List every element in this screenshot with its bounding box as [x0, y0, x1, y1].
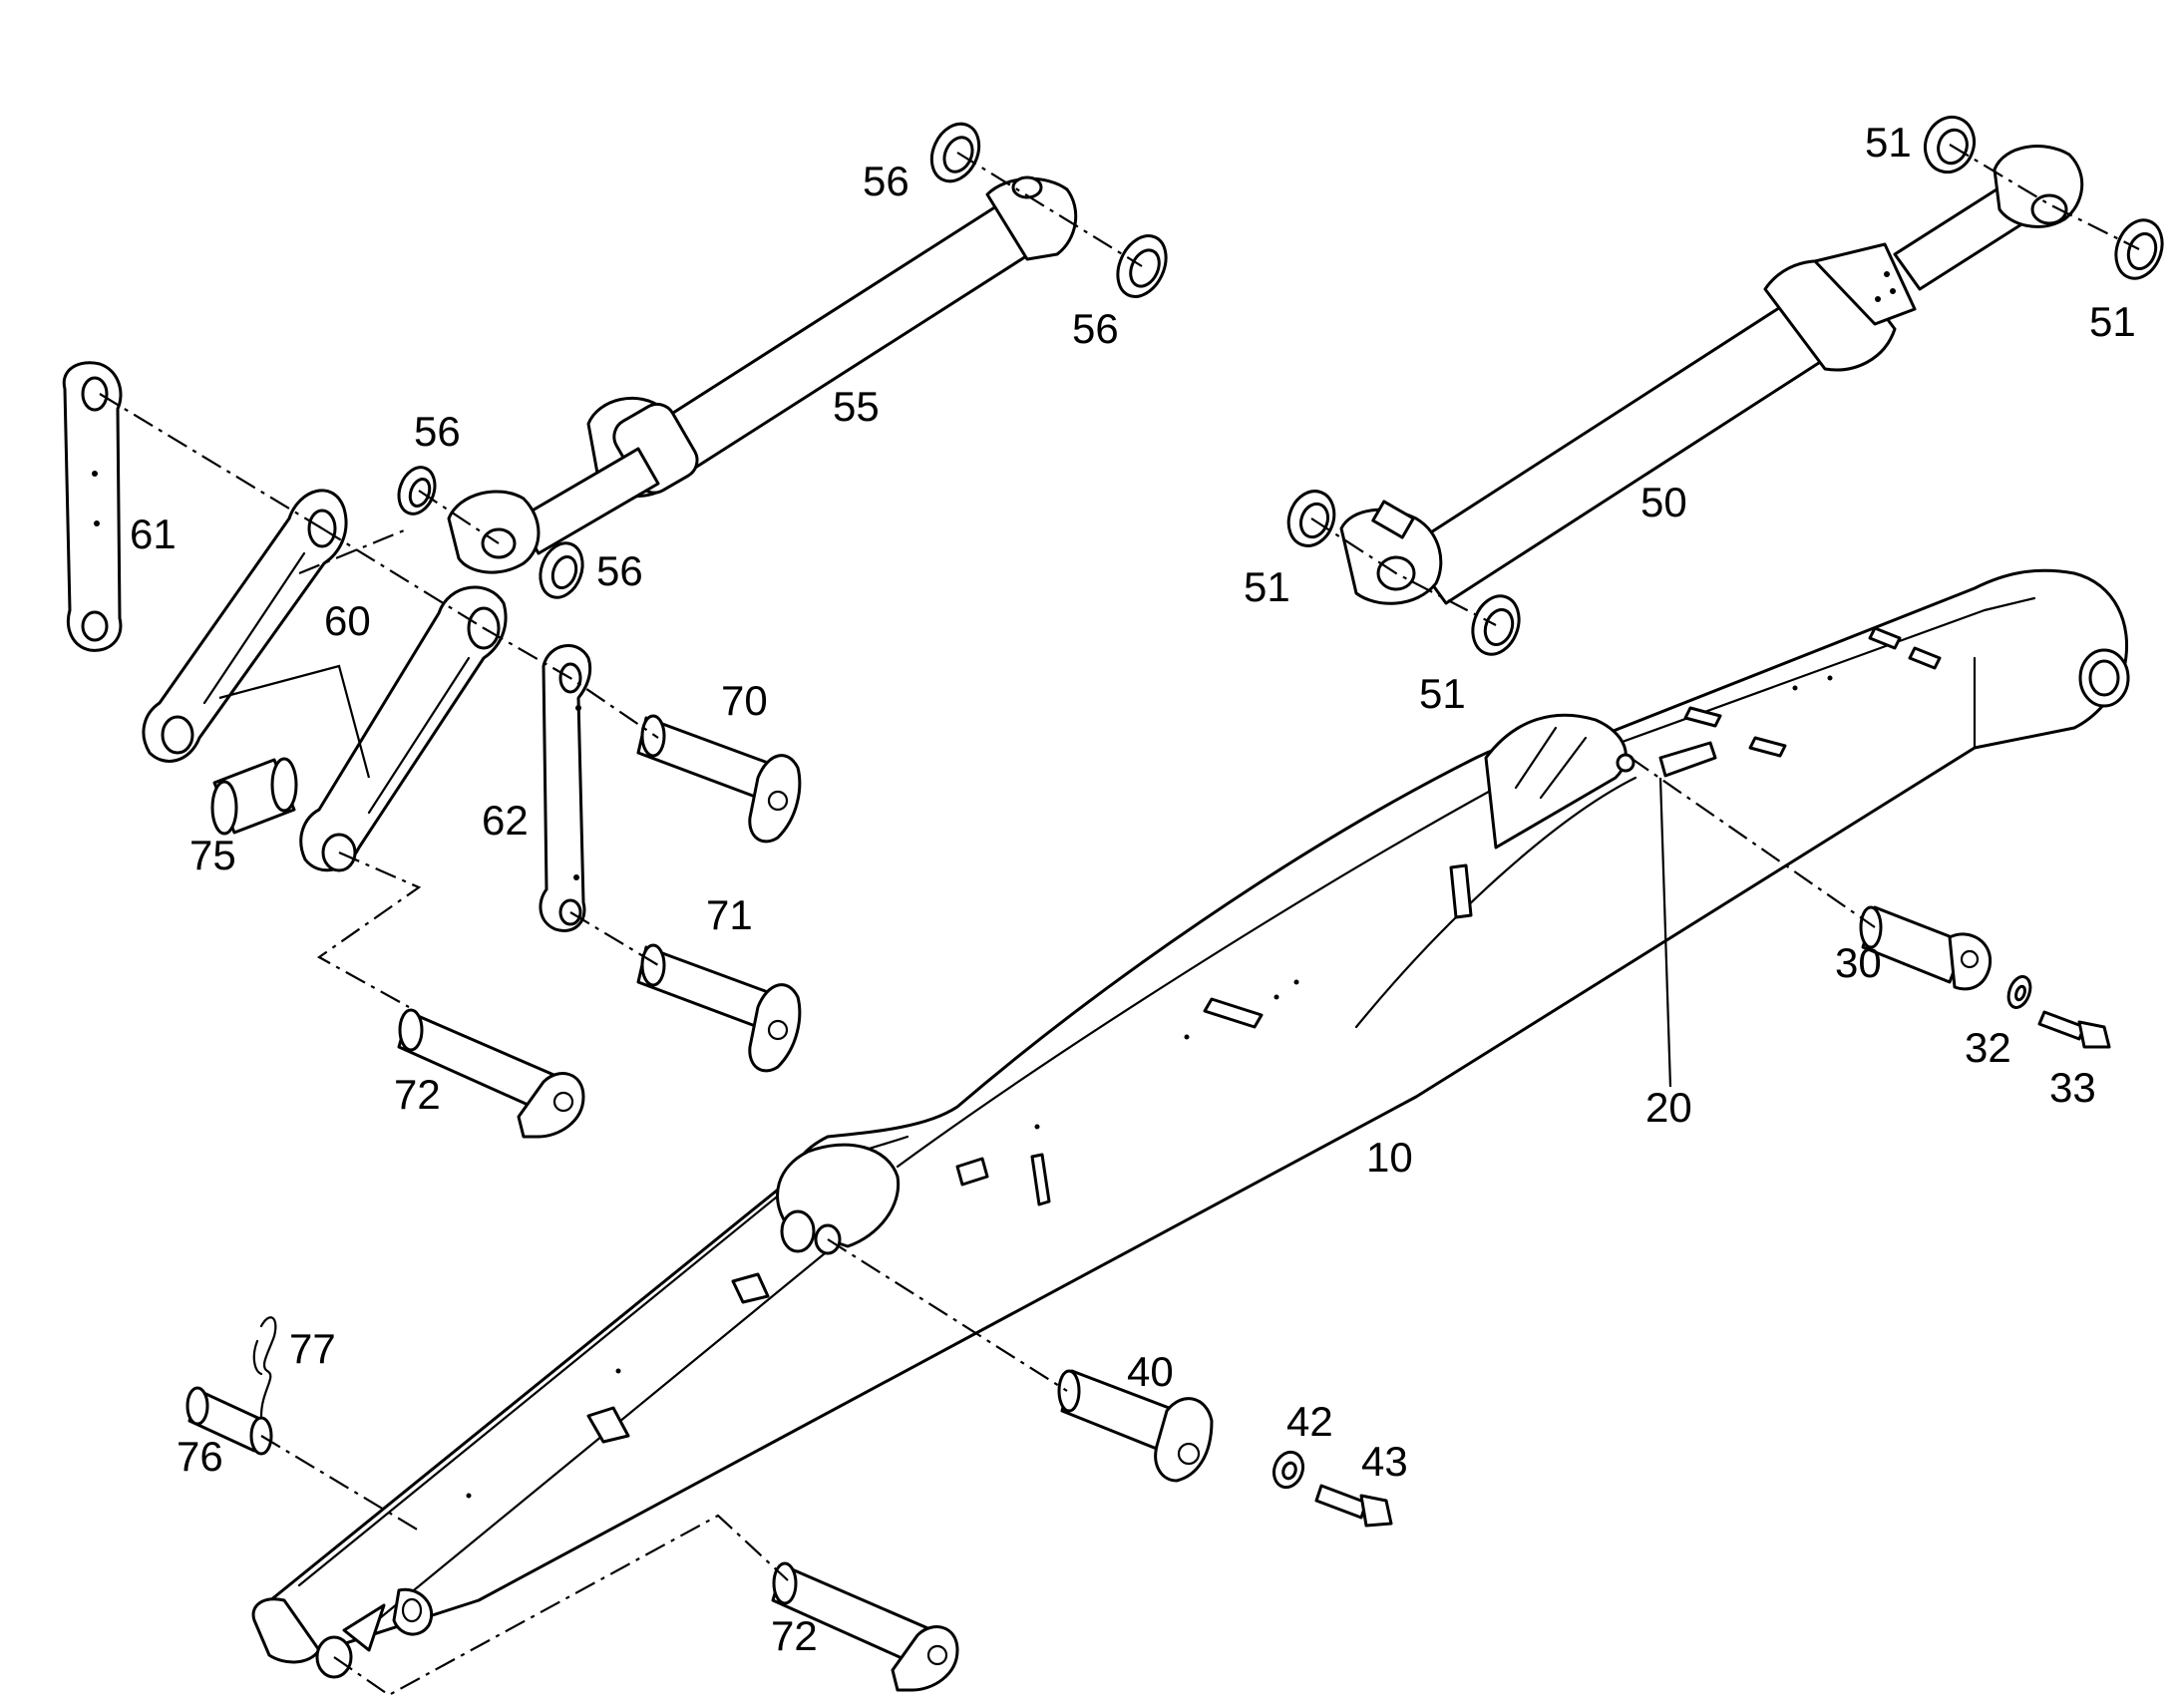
leader-lines [218, 664, 1672, 1088]
arm-cylinder [1339, 145, 2084, 605]
callout-56-top-right: 56 [1072, 305, 1119, 352]
callout-56-top-left: 56 [863, 158, 909, 204]
washer-56-top-right [1116, 234, 1168, 298]
bolt-43 [1314, 1484, 1393, 1528]
callout-60: 60 [324, 597, 371, 644]
arm-boom [251, 568, 2130, 1679]
callout-55: 55 [833, 383, 880, 430]
pin-72-lower [771, 1561, 959, 1692]
bolt-33 [2037, 1010, 2111, 1049]
link-62 [539, 644, 592, 932]
callout-51-top-right: 51 [2089, 298, 2136, 345]
washer-42 [1272, 1450, 1305, 1490]
link-61 [62, 361, 123, 652]
callout-56-left: 56 [414, 408, 461, 455]
assembly-centerlines [99, 144, 2140, 1697]
bucket-cylinder [447, 175, 1078, 574]
callout-56-right: 56 [596, 547, 643, 594]
callout-51-mid-right: 51 [1419, 670, 1466, 717]
callout-51-top-left: 51 [1865, 119, 1912, 166]
washer-32 [2006, 975, 2032, 1009]
washer-56-left [397, 466, 437, 515]
callout-20: 20 [1645, 1084, 1692, 1131]
callout-43: 43 [1361, 1438, 1408, 1485]
link-60-left [142, 489, 348, 763]
washer-56-top-left [929, 122, 981, 183]
pin-30 [1859, 905, 1993, 991]
callout-32: 32 [1965, 1024, 2011, 1071]
callout-labels: 10 20 30 32 33 40 42 43 50 51 51 51 51 5… [130, 119, 2136, 1659]
washer-56-right [539, 541, 584, 599]
callout-10: 10 [1366, 1134, 1413, 1181]
callout-50: 50 [1640, 479, 1687, 525]
callout-51-mid-left: 51 [1244, 563, 1290, 610]
callout-30: 30 [1835, 939, 1882, 986]
callout-71: 71 [706, 891, 753, 938]
callout-75: 75 [189, 832, 236, 878]
callout-72-upper: 72 [394, 1071, 441, 1118]
pin-40 [1057, 1369, 1214, 1483]
pin-72-upper [397, 1008, 585, 1139]
callout-76: 76 [177, 1433, 223, 1480]
callout-42: 42 [1286, 1398, 1333, 1445]
callout-70: 70 [721, 677, 768, 724]
callout-72-lower: 72 [771, 1612, 818, 1659]
pin-71 [636, 943, 802, 1073]
callout-62: 62 [482, 797, 529, 844]
pin-70 [636, 714, 802, 844]
bushing-75 [210, 757, 298, 836]
callout-61: 61 [130, 511, 177, 557]
lock-pin-77 [252, 1316, 277, 1418]
callout-77: 77 [289, 1325, 336, 1372]
callout-33: 33 [2049, 1064, 2096, 1111]
callout-40: 40 [1127, 1348, 1174, 1395]
